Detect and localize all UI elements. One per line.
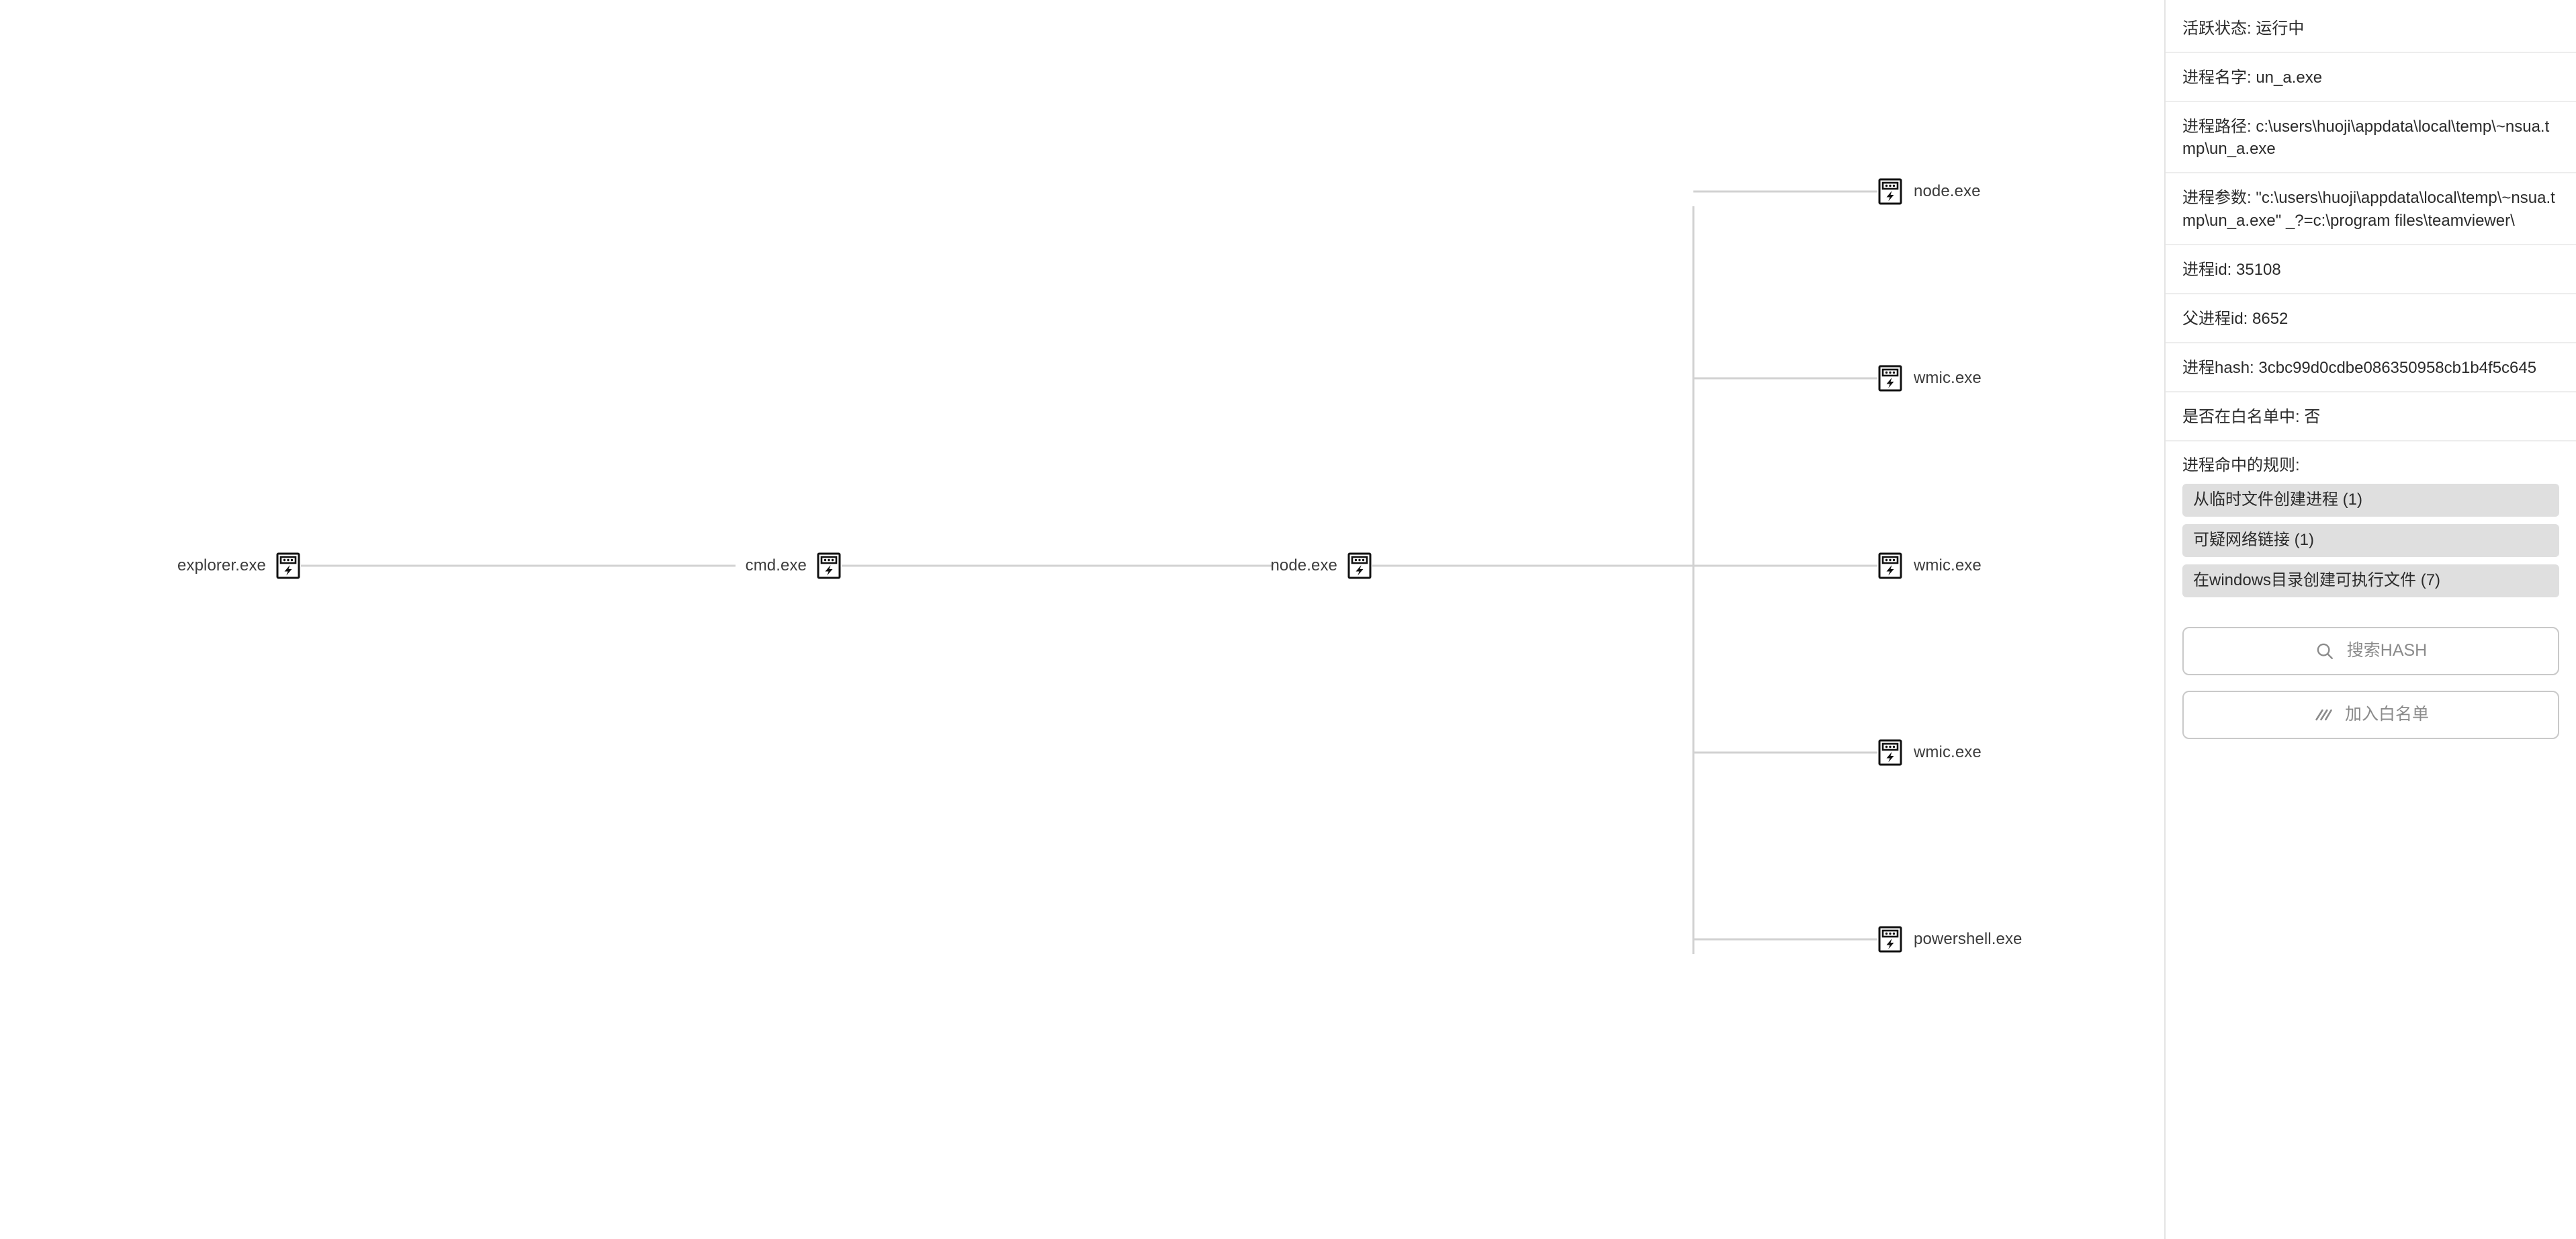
rule-chip-0[interactable]: 从临时文件创建进程 (1) <box>2182 484 2559 517</box>
process-tree-canvas[interactable]: explorer.exe cmd.exe node.exe node.exe <box>0 0 2164 1239</box>
matched-rules-chip-list: 从临时文件创建进程 (1) 可疑网络链接 (1) 在windows目录创建可执行文件… <box>2182 484 2559 597</box>
process-node-wmic-1[interactable]: wmic.exe <box>1877 364 1982 393</box>
process-node-node-root[interactable]: node.exe <box>0 551 1372 581</box>
process-node-label: powershell.exe <box>1914 930 2023 948</box>
add-whitelist-button[interactable]: 加入白名单 <box>2182 690 2559 739</box>
terminal-lightning-icon <box>1877 739 1903 766</box>
add-whitelist-label: 加入白名单 <box>2344 705 2429 724</box>
info-row-process-hash: 进程hash: 3cbc99d0cdbe086350958cb1b4f5c645 <box>2166 343 2576 392</box>
stripes-icon <box>2313 705 2333 725</box>
terminal-lightning-icon <box>1877 552 1903 579</box>
terminal-lightning-icon <box>1877 178 1903 205</box>
search-hash-button[interactable]: 搜索HASH <box>2182 626 2559 675</box>
search-icon <box>2315 641 2335 661</box>
process-node-explorer[interactable]: explorer.exe <box>0 551 301 581</box>
process-tree-edges <box>301 190 1877 954</box>
rule-chip-2[interactable]: 在windows目录创建可执行文件 (7) <box>2182 564 2559 597</box>
process-node-cmd[interactable]: cmd.exe <box>0 551 842 581</box>
terminal-lightning-icon <box>1347 552 1372 579</box>
info-row-process-path: 进程路径: c:\users\huoji\appdata\local\temp\… <box>2166 102 2576 174</box>
terminal-lightning-icon <box>1877 926 1903 953</box>
rule-chip-1[interactable]: 可疑网络链接 (1) <box>2182 524 2559 557</box>
search-hash-label: 搜索HASH <box>2346 641 2428 660</box>
terminal-lightning-icon <box>816 552 842 579</box>
info-row-whitelisted: 是否在白名单中: 否 <box>2166 392 2576 442</box>
terminal-lightning-icon <box>275 552 301 579</box>
info-row-process-name: 进程名字: un_a.exe <box>2166 53 2576 103</box>
panel-actions: 搜索HASH 加入白名单 <box>2166 612 2576 739</box>
process-node-label: explorer.exe <box>177 556 266 574</box>
terminal-lightning-icon <box>1877 365 1903 392</box>
info-row-parent-id: 父进程id: 8652 <box>2166 294 2576 343</box>
process-node-label: wmic.exe <box>1914 369 1982 387</box>
process-node-label: wmic.exe <box>1914 556 1982 574</box>
matched-rules-title: 进程命中的规则: <box>2182 456 2300 475</box>
process-node-powershell[interactable]: powershell.exe <box>1877 925 2023 954</box>
process-node-wmic-2[interactable]: wmic.exe <box>1877 551 1982 581</box>
process-node-wmic-3[interactable]: wmic.exe <box>1877 738 1982 767</box>
process-node-label: wmic.exe <box>1914 743 1982 761</box>
process-node-label: node.exe <box>1914 182 1981 200</box>
process-node-label: node.exe <box>1270 556 1337 574</box>
matched-rules-section: 进程命中的规则: 从临时文件创建进程 (1) 可疑网络链接 (1) 在windows… <box>2166 441 2576 612</box>
info-row-process-id: 进程id: 35108 <box>2166 245 2576 294</box>
info-row-process-args: 进程参数: "c:\users\huoji\appdata\local\temp… <box>2166 173 2576 245</box>
info-row-active-status: 活跃状态: 运行中 <box>2166 0 2576 54</box>
process-node-node-1[interactable]: node.exe <box>1877 177 1981 206</box>
process-node-label: cmd.exe <box>745 556 807 574</box>
